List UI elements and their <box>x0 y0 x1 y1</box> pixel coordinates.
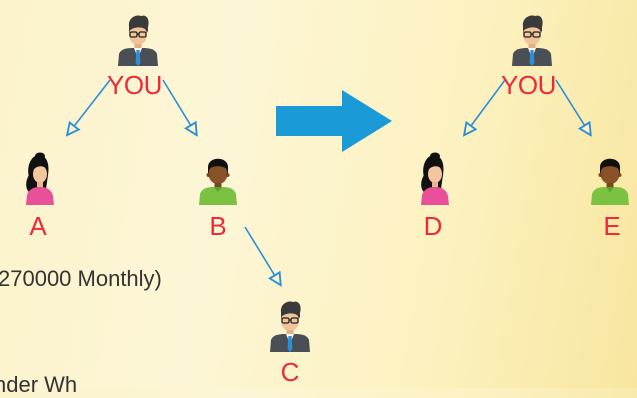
connector-you-a <box>68 79 111 134</box>
person-c-manager-icon <box>269 300 311 353</box>
person-d-female-icon <box>421 152 449 205</box>
person-a-female-icon <box>26 152 54 205</box>
transition-right-arrow-icon <box>276 90 392 152</box>
you-left-manager-icon <box>117 14 159 67</box>
node-label-d: D <box>423 211 443 241</box>
connector-you-d <box>465 79 506 134</box>
node-label-a: A <box>29 211 47 241</box>
node-label-b: B <box>209 211 227 241</box>
connector-you-b <box>162 79 196 134</box>
side-text-monthly: 270000 Monthly) <box>0 266 162 291</box>
person-e-male-icon <box>591 158 629 205</box>
you-right-label: YOU <box>501 70 556 100</box>
you-right-manager-icon <box>511 14 553 67</box>
node-label-c: C <box>280 357 300 387</box>
side-text-bottom: nder Wh <box>0 372 78 397</box>
node-label-e: E <box>603 211 621 241</box>
diagram-canvas <box>26 14 629 353</box>
connector-b-c <box>244 226 280 284</box>
person-b-male-icon <box>199 158 237 205</box>
connector-you-e <box>555 79 590 134</box>
you-left-label: YOU <box>107 70 162 100</box>
